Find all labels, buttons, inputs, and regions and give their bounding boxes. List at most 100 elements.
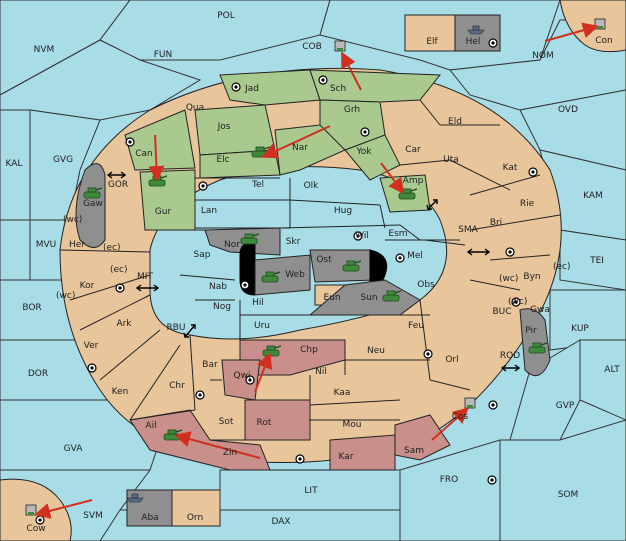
region-ail-zin[interactable] <box>129 409 271 471</box>
tank-icon[interactable] <box>342 260 362 272</box>
region-gaw[interactable] <box>75 163 106 248</box>
region-label-web: Web <box>285 270 305 280</box>
supply-center-icon <box>360 127 370 137</box>
region-label-zin: Zin <box>223 448 237 458</box>
orders <box>34 22 599 519</box>
region-label-eld: Eld <box>448 117 462 127</box>
region-label-alt: ALT <box>604 365 620 375</box>
ship-icon[interactable] <box>126 493 144 503</box>
region-label-lan: Lan <box>201 206 217 216</box>
coast-label: (ec) <box>110 265 128 275</box>
region-label-uta: Uta <box>443 155 459 165</box>
supply-center-icon <box>528 167 538 177</box>
order-arrow <box>254 352 273 393</box>
region-label-rbu: RBU <box>166 323 185 333</box>
supply-center-icon <box>35 515 45 525</box>
region-jad[interactable] <box>219 69 321 106</box>
flag-icon[interactable] <box>594 18 606 30</box>
coast-labels: (wc) (ec) (ec) (wc) (wc) (ec) (wc) <box>56 215 571 307</box>
supply-center-icon <box>195 390 205 400</box>
region-tei[interactable] <box>559 229 626 291</box>
region-label-nor: Nor <box>224 240 240 250</box>
region-label-nom: NOM <box>532 51 554 61</box>
region-nar[interactable] <box>274 124 346 176</box>
region-label-ost: Ost <box>316 255 332 265</box>
region-label-amp: Amp <box>403 176 424 186</box>
coast-label: (wc) <box>63 215 82 225</box>
region-label-bri: Bri <box>490 218 502 228</box>
tank-icon[interactable] <box>528 342 548 354</box>
region-label-eun: Eun <box>323 293 340 303</box>
double-arrow-icon <box>426 199 438 210</box>
region-kar[interactable] <box>329 434 396 471</box>
region-label-dor: DOR <box>28 369 48 379</box>
region-pir[interactable] <box>519 308 551 377</box>
supply-center-icon <box>511 297 521 307</box>
region-label-kar: Kar <box>339 452 354 462</box>
region-label-cow: Cow <box>26 524 45 534</box>
region-label-buc: BUC <box>492 307 511 317</box>
region-label-fro: FRO <box>440 475 459 485</box>
region-label-olk: Olk <box>304 181 320 191</box>
ship-icon[interactable] <box>467 25 485 35</box>
region-sam[interactable] <box>394 414 451 461</box>
region-label-gur: Gur <box>155 207 172 217</box>
supply-center-icon <box>488 400 498 410</box>
region-label-kor: Kor <box>80 281 95 291</box>
coast-label: (wc) <box>508 297 527 307</box>
region-label-rot: Rot <box>257 418 272 428</box>
region-label-sap: Sap <box>194 250 211 260</box>
region-sun[interactable] <box>308 279 421 316</box>
coast-label: (wc) <box>499 274 518 284</box>
region-label-her: Her <box>69 240 85 250</box>
flag-icon[interactable] <box>25 504 37 516</box>
region-borders <box>59 99 561 471</box>
region-label-tei: TEI <box>589 256 604 266</box>
region-label-mvu: MVU <box>36 240 57 250</box>
region-elf[interactable] <box>404 14 456 52</box>
tank-icon[interactable] <box>382 290 402 302</box>
region-sch[interactable] <box>309 69 442 103</box>
region-kup[interactable] <box>549 289 626 351</box>
region-gvp[interactable] <box>509 339 581 441</box>
region-label-bar: Bar <box>202 360 218 370</box>
region-label-gor: GOR <box>108 180 128 190</box>
supply-center-icon <box>353 231 363 241</box>
flag-icon[interactable] <box>464 397 476 409</box>
region-label-ovd: OVD <box>558 105 578 115</box>
region-label-pir: Pir <box>525 326 537 336</box>
region-gur[interactable] <box>139 169 196 231</box>
tank-icon[interactable] <box>261 271 281 283</box>
region-label-kaa: Kaa <box>334 388 351 398</box>
region-label-bor: BOR <box>22 303 41 313</box>
region-label-cos: Cos <box>452 412 469 422</box>
region-label-orn: Orn <box>187 513 203 523</box>
region-label-nog: Nog <box>213 302 231 312</box>
double-arrow-icon <box>500 364 521 372</box>
supply-centers <box>35 38 538 525</box>
region-label-can: Can <box>135 149 153 159</box>
tank-icon[interactable] <box>398 188 418 200</box>
tank-icon[interactable] <box>83 187 103 199</box>
region-can[interactable] <box>124 109 196 171</box>
region-label-yok: Yok <box>355 147 372 157</box>
region-label-qua: Qua <box>186 103 204 113</box>
region-label-hel: Hel <box>466 37 481 47</box>
region-label-gaw: Gaw <box>83 199 103 209</box>
region-label-sch: Sch <box>330 84 346 94</box>
region-label-hug: Hug <box>334 206 352 216</box>
region-label-kup: KUP <box>571 324 589 334</box>
tank-icon[interactable] <box>240 233 260 245</box>
supply-center-icon <box>488 38 498 48</box>
region-label-nvm: NVM <box>34 45 55 55</box>
region-label-wil: Wil <box>355 231 369 241</box>
coast-label: (wc) <box>56 291 75 301</box>
flag-icon[interactable] <box>334 40 346 52</box>
region-label-som: SOM <box>558 490 579 500</box>
order-arrow <box>261 125 331 159</box>
region-ovd[interactable] <box>519 89 626 171</box>
region-web[interactable] <box>254 254 311 296</box>
region-rot[interactable] <box>244 399 311 441</box>
